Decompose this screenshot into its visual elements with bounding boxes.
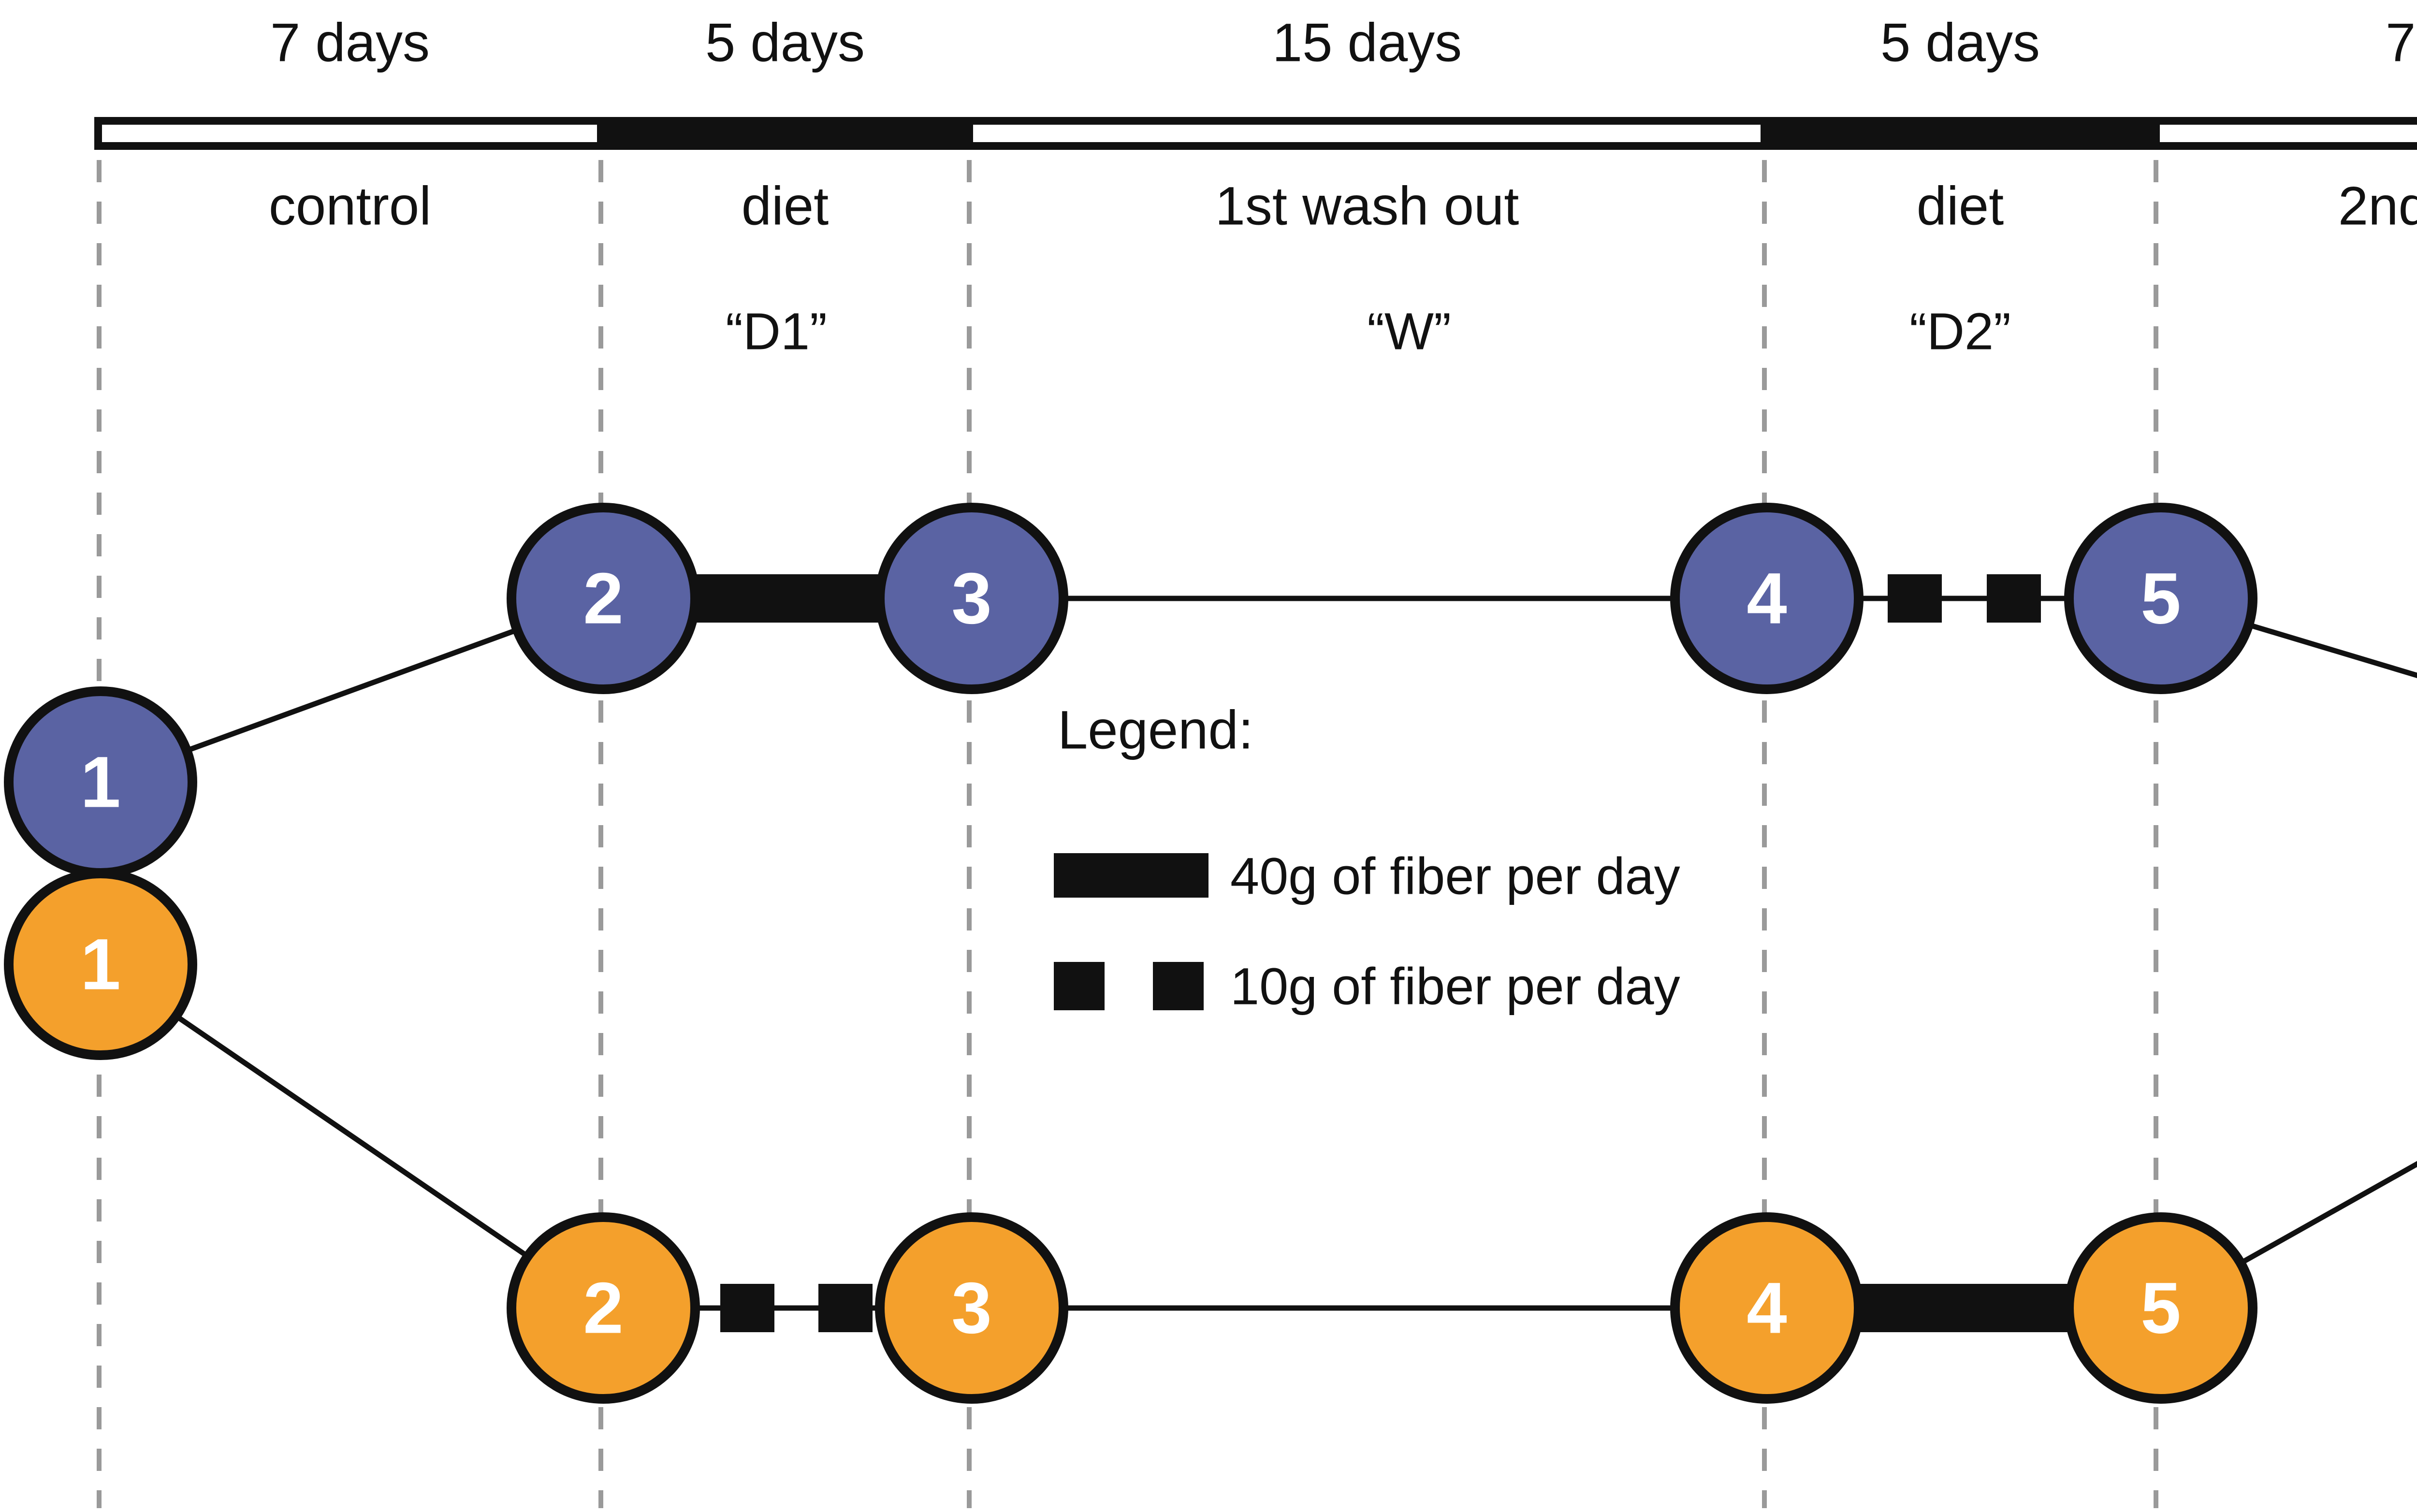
legend-swatch-10g-dash-a [1054, 962, 1105, 1010]
legend-label-40g: 40g of fiber per day [1230, 846, 1680, 905]
blue-segment-5-6 [2160, 596, 2417, 678]
timeline-segment-washout-1 [965, 117, 1768, 150]
node-orange-1-label: 1 [80, 923, 121, 1005]
node-orange-5 [2064, 1212, 2257, 1404]
orange-arm-nodes[interactable] [4, 869, 2417, 1404]
node-orange-2 [507, 1212, 700, 1404]
node-orange-4 [1670, 1212, 1864, 1404]
phase-days-3: 5 days [1880, 12, 2040, 73]
phase-code-d1: “D1” [726, 302, 827, 361]
phase-name-washout-2: 2nd wash out [2338, 175, 2417, 236]
node-blue-3 [875, 503, 1068, 694]
legend-swatches [1054, 853, 1208, 1010]
node-blue-4-label: 4 [1747, 557, 1787, 639]
node-blue-2 [507, 503, 700, 694]
node-orange-1 [4, 869, 197, 1060]
node-orange-3 [875, 1212, 1068, 1404]
node-orange-4-label: 4 [1747, 1267, 1787, 1349]
phase-code-d2: “D2” [1909, 302, 2011, 361]
timeline-segment-washout-2 [2152, 117, 2417, 150]
node-orange-5-label: 5 [2140, 1267, 2181, 1349]
node-blue-5-label: 5 [2140, 557, 2181, 639]
phase-name-diet-2: diet [1916, 175, 2004, 236]
legend-swatch-10g-dash-b [1153, 962, 1204, 1010]
blue-segment-4-5-dash-a [1888, 574, 1942, 623]
phase-days-4: 7 days [2386, 12, 2417, 73]
blue-segment-4-5-dash-b [1987, 574, 2041, 623]
timeline-segment-diet-d1 [601, 117, 969, 150]
node-blue-4 [1670, 503, 1864, 694]
orange-segment-2-3-dash-b [818, 1284, 873, 1332]
legend-title: Legend: [1058, 699, 1253, 760]
orange-segment-1-2 [99, 962, 605, 1310]
phase-code-w: “W” [1367, 302, 1451, 361]
blue-arm-nodes[interactable] [4, 503, 2417, 878]
timeline-segment-diet-d2 [1764, 117, 2156, 150]
node-blue-1-label: 1 [80, 741, 121, 823]
phase-name-washout-1: 1st wash out [1215, 175, 1519, 236]
node-blue-5 [2064, 503, 2257, 694]
node-orange-3-label: 3 [951, 1267, 992, 1349]
node-blue-3-label: 3 [951, 557, 992, 639]
phase-days-2: 15 days [1272, 12, 1462, 73]
orange-segment-2-3-dash-a [720, 1284, 774, 1332]
node-blue-2-label: 2 [583, 557, 624, 639]
phase-days-1: 5 days [705, 12, 865, 73]
node-orange-2-label: 2 [583, 1267, 624, 1349]
legend-swatch-40g [1054, 853, 1208, 898]
timeline-bar [94, 117, 2417, 150]
phase-days-0: 7 days [270, 12, 430, 73]
phase-name-control: control [268, 175, 432, 236]
phase-name-diet-1: diet [741, 175, 829, 236]
orange-segment-5-6 [2159, 1161, 2417, 1310]
legend-label-10g: 10g of fiber per day [1230, 957, 1680, 1016]
timeline-segment-control [94, 117, 605, 150]
